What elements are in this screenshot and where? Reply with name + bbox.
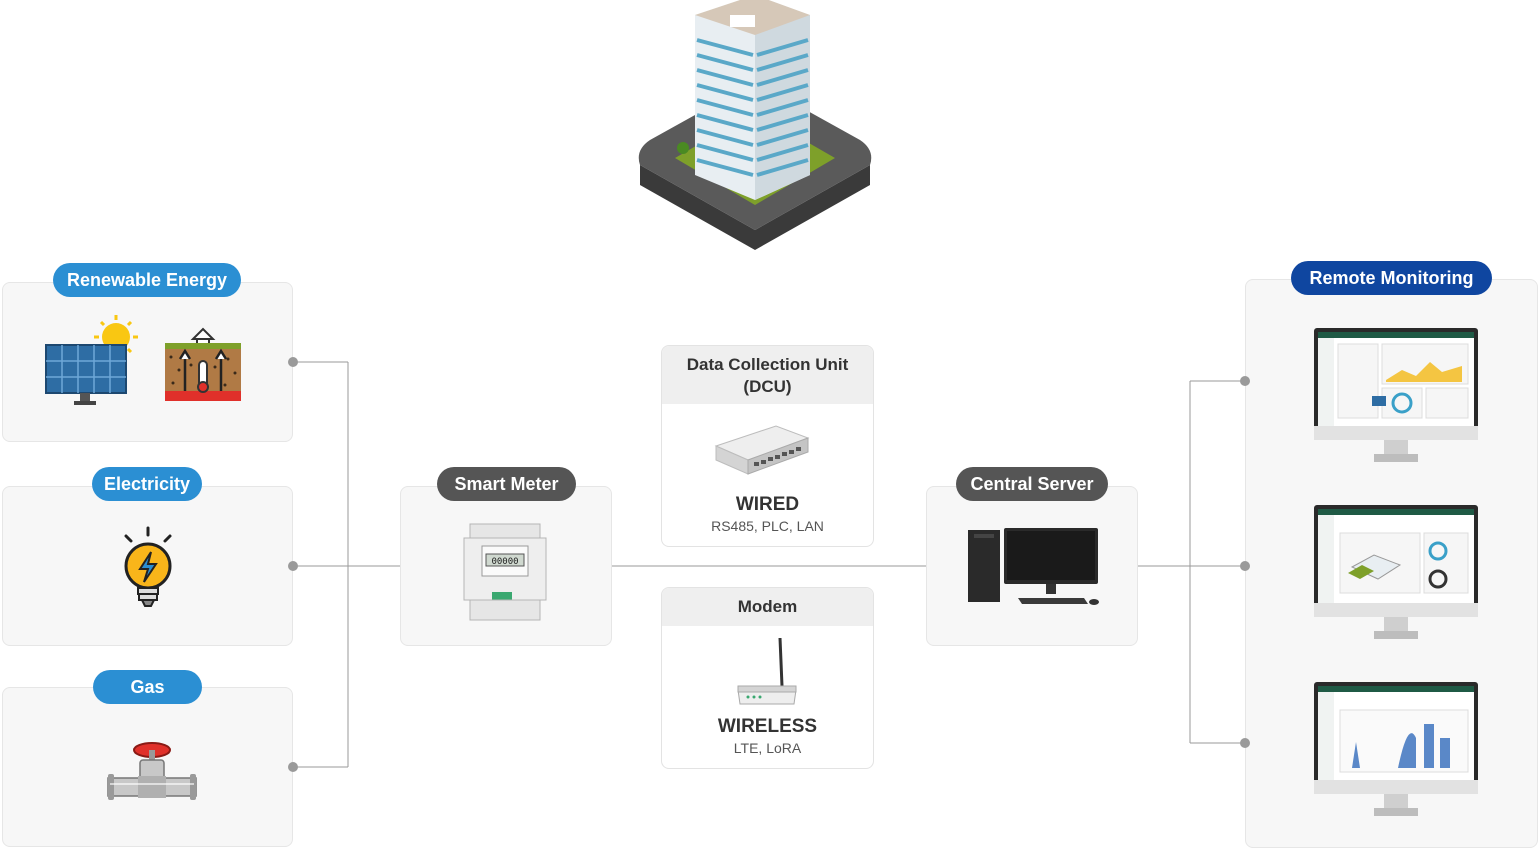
remote-monitoring-label: Remote Monitoring <box>1291 261 1492 295</box>
dcu-wired-label: WIRED <box>735 494 800 515</box>
modem-panel: Modem WIRELESS LTE, LoRA <box>661 587 874 769</box>
electricity-connector-dot <box>288 561 298 571</box>
geothermal-icon <box>165 327 241 401</box>
monitor-connector-dot <box>1240 738 1250 748</box>
computer-icon <box>968 528 1099 605</box>
renewable-connector-dot <box>288 357 298 367</box>
gas-label: Gas <box>93 670 202 704</box>
monitor-dashboard-icon <box>1314 328 1478 462</box>
central-server-label: Central Server <box>956 467 1108 501</box>
modem-wireless-label: WIRELESS <box>717 716 818 737</box>
dcu-switch-icon <box>714 425 810 475</box>
renewable-energy-label: Renewable Energy <box>53 263 241 297</box>
dcu-protocols: RS485, PLC, LAN <box>711 518 824 534</box>
dcu-panel: Data Collection Unit (DCU) WIRED RS485, … <box>661 345 874 547</box>
gas-valve-icon <box>107 742 197 800</box>
solar-panel-icon <box>45 315 138 405</box>
modem-title: Modem <box>662 588 873 626</box>
modem-protocols: LTE, LoRA <box>733 740 802 756</box>
monitor-connector-dot <box>1240 561 1250 571</box>
dcu-title: Data Collection Unit (DCU) <box>662 346 873 404</box>
light-bulb-icon <box>124 526 172 607</box>
router-icon <box>737 637 797 705</box>
monitor-dashboard-icon <box>1314 505 1478 639</box>
electricity-label: Electricity <box>92 467 202 501</box>
monitor-connector-dot <box>1240 376 1250 386</box>
smart-meter-icon: 00000 <box>463 523 547 621</box>
monitor-dashboard-icon <box>1314 682 1478 816</box>
smart-meter-label: Smart Meter <box>437 467 576 501</box>
svg-text:00000: 00000 <box>491 557 518 567</box>
gas-connector-dot <box>288 762 298 772</box>
building-icon <box>638 0 872 250</box>
